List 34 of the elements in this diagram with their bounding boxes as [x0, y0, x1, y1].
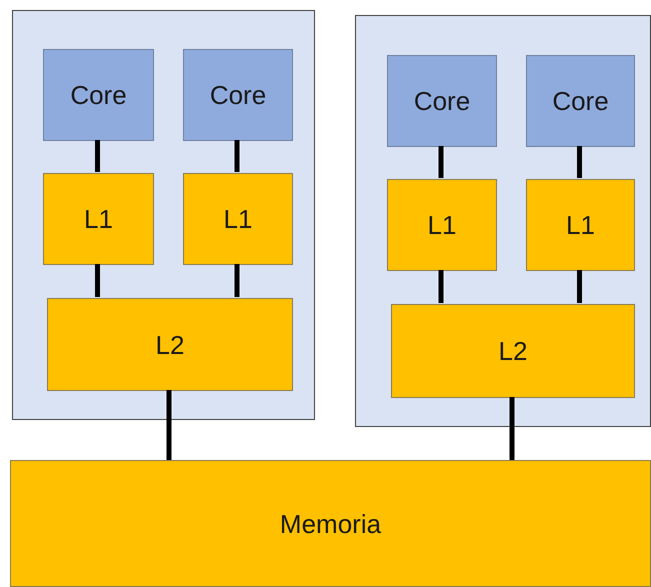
cache-box — [391, 304, 635, 398]
connector-line — [234, 264, 240, 297]
core-box — [526, 55, 635, 147]
processor-panel — [355, 15, 651, 427]
cache-box — [43, 173, 154, 265]
cache-box — [10, 460, 651, 587]
connector-line — [95, 264, 100, 297]
connector-line — [95, 140, 100, 172]
box-label: L1 — [566, 212, 595, 238]
connector-line — [234, 140, 240, 172]
connector-line — [166, 390, 172, 460]
box-label: L1 — [428, 212, 456, 238]
box-label: Memoria — [280, 510, 382, 536]
processor-panel — [12, 10, 315, 420]
core-box — [43, 49, 154, 141]
box-label: L2 — [498, 338, 528, 364]
core-box — [387, 55, 497, 147]
connector-line — [438, 270, 444, 303]
box-label: Core — [414, 88, 470, 114]
connector-line — [577, 146, 582, 178]
connector-line — [577, 270, 582, 303]
connector-line — [438, 146, 444, 178]
cache-box — [387, 179, 497, 271]
box-label: Core — [70, 82, 127, 108]
cache-box — [183, 173, 293, 265]
core-box — [183, 49, 293, 141]
box-label: Core — [210, 82, 266, 108]
connector-line — [510, 397, 514, 460]
box-label: L2 — [156, 332, 184, 358]
cache-box — [526, 179, 635, 271]
cache-box — [47, 298, 293, 391]
box-label: Core — [552, 88, 609, 114]
box-label: L1 — [224, 206, 252, 232]
box-label: L1 — [84, 206, 113, 232]
